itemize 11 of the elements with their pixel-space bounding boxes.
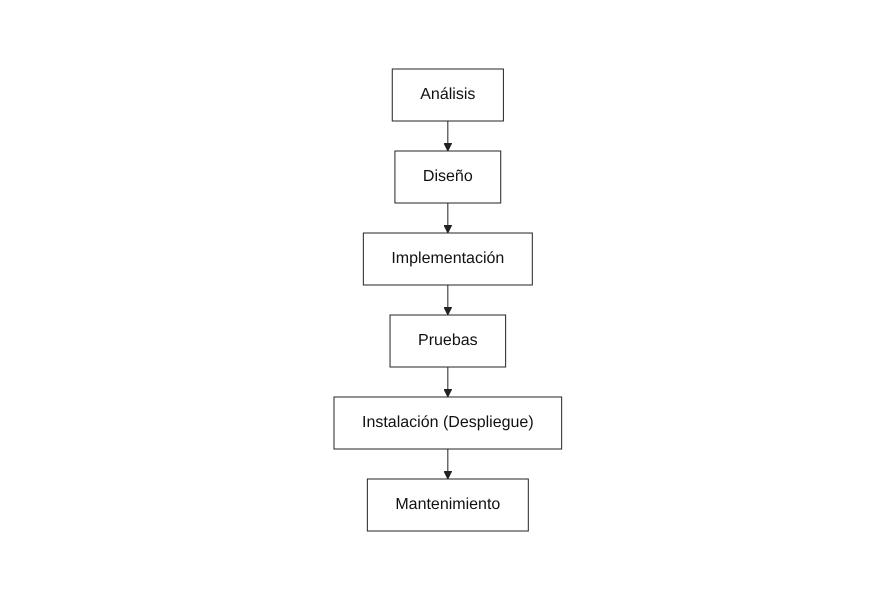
node-box: Diseño bbox=[394, 150, 502, 204]
arrow bbox=[444, 120, 452, 152]
node-box: Instalación (Despliegue) bbox=[334, 396, 562, 450]
arrow bbox=[444, 202, 452, 234]
arrow bbox=[444, 448, 452, 480]
node-box: Pruebas bbox=[390, 314, 506, 368]
node-box: Mantenimiento bbox=[367, 478, 529, 532]
arrow bbox=[444, 284, 452, 316]
node-box: Implementación bbox=[363, 232, 533, 286]
arrow bbox=[444, 366, 452, 398]
node-box: Análisis bbox=[392, 68, 504, 122]
